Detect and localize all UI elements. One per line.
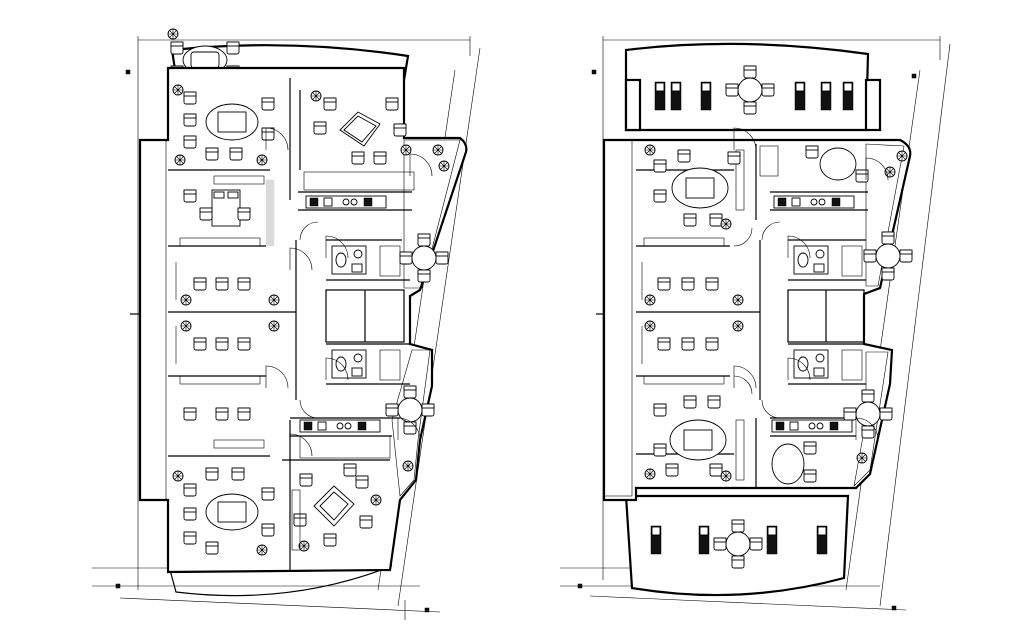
dining-ovals-right bbox=[771, 145, 869, 485]
living-room-top-right bbox=[310, 90, 412, 165]
living-room-top-right-plan bbox=[644, 144, 741, 230]
living-room-top-left bbox=[172, 84, 275, 166]
bedrooms-right bbox=[641, 262, 744, 364]
west-balcony-right bbox=[603, 139, 633, 497]
plan-left bbox=[92, 29, 481, 620]
plan-right bbox=[560, 36, 951, 611]
living-room-bottom-left bbox=[172, 467, 275, 556]
bedrooms-left bbox=[175, 189, 280, 421]
outer-wall-right bbox=[602, 138, 912, 502]
living-room-bottom-right-plan bbox=[644, 395, 732, 482]
living-room-bottom-right bbox=[291, 463, 382, 552]
west-balcony-left bbox=[139, 139, 167, 501]
bottom-balcony-left bbox=[169, 565, 393, 597]
